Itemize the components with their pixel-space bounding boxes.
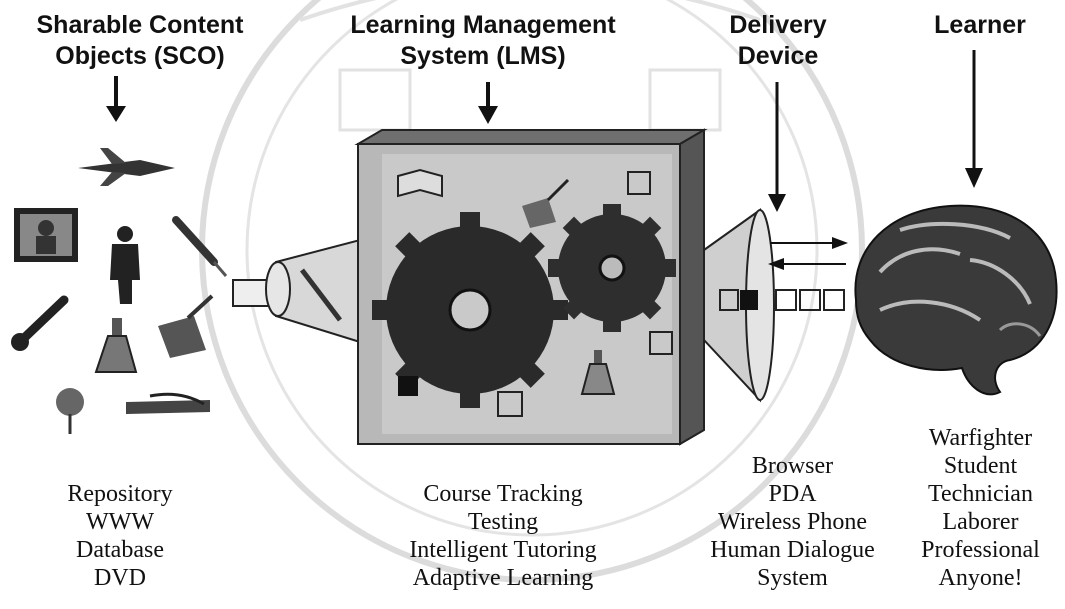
sco-objects <box>11 148 228 434</box>
book-icon <box>397 168 443 198</box>
arrow-down-device <box>768 82 786 212</box>
arrow-down-learner <box>965 50 983 188</box>
arrow-down-sco <box>106 76 126 122</box>
list-sco: Repository WWW Database DVD <box>20 480 220 592</box>
list-item: Technician <box>928 481 1033 507</box>
square-icon <box>649 331 673 355</box>
list-item: Warfighter <box>928 425 1033 451</box>
list-item: Course Tracking <box>423 481 583 507</box>
list-item: Human Dialogue <box>710 537 875 563</box>
list-item: PDA <box>768 481 817 507</box>
list-item: Laborer <box>942 509 1019 535</box>
brain-icon <box>854 204 1058 396</box>
lms-box <box>354 128 708 446</box>
square-icon <box>497 391 523 417</box>
list-item: Browser <box>751 453 834 479</box>
list-item: Repository <box>67 481 173 507</box>
list-item: Intelligent Tutoring <box>409 537 597 563</box>
tree-icon <box>56 388 84 434</box>
filled-square-icon <box>398 376 418 396</box>
flask-icon-box <box>580 350 616 395</box>
list-item: Anyone! <box>938 565 1023 591</box>
jet-icon <box>78 148 175 186</box>
soldier-icon <box>110 226 140 304</box>
list-item: DVD <box>94 565 146 591</box>
list-item: Database <box>76 537 164 563</box>
list-item: Wireless Phone <box>717 509 867 535</box>
list-item: System <box>757 565 828 591</box>
list-item: Professional <box>921 537 1040 563</box>
screwdriver-icon <box>172 216 228 277</box>
list-item: Testing <box>467 509 539 535</box>
flask-icon <box>94 318 138 373</box>
title-lms: Learning Management System (LMS) <box>350 11 616 70</box>
list-item: Adaptive Learning <box>412 565 594 591</box>
gear-small-icon <box>548 204 676 332</box>
title-learner: Learner <box>934 11 1026 39</box>
trowel-icon-box <box>522 178 570 228</box>
monitor-icon <box>14 208 78 262</box>
arrow-down-lms <box>478 82 498 124</box>
pliers-icon <box>126 392 210 414</box>
list-lms: Course Tracking Testing Intelligent Tuto… <box>378 480 628 592</box>
list-learner: Warfighter Student Technician Laborer Pr… <box>898 424 1063 592</box>
list-item: Student <box>943 453 1018 479</box>
title-sco: Sharable Content Objects (SCO) <box>36 11 244 70</box>
list-device: Browser PDA Wireless Phone Human Dialogu… <box>690 452 895 592</box>
wrench-icon <box>11 295 69 351</box>
trowel-icon <box>158 294 214 358</box>
input-funnel <box>232 238 361 344</box>
delivery-device <box>703 208 845 403</box>
exchange-arrows <box>768 237 848 270</box>
square-icon <box>627 171 651 195</box>
title-device: Delivery Device <box>729 11 827 70</box>
list-item: WWW <box>86 509 154 535</box>
